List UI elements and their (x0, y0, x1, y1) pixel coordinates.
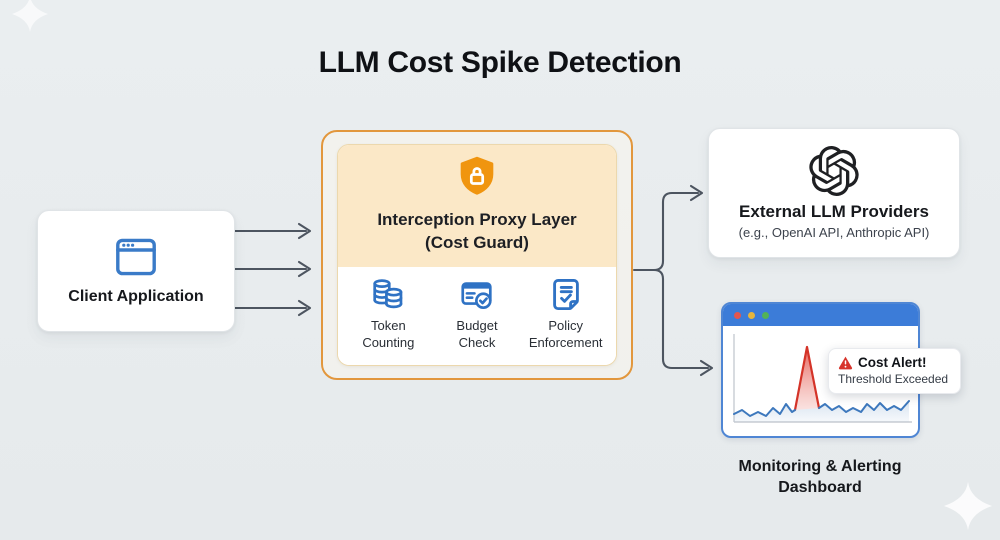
browser-window-icon (116, 238, 156, 276)
maximize-dot-icon (762, 311, 769, 319)
monitoring-dashboard-caption: Monitoring & Alerting Dashboard (690, 456, 950, 498)
proxy-layer-container: Interception Proxy Layer (Cost Guard) (321, 130, 633, 380)
feature-label: Budget Check (456, 318, 497, 351)
metric-line-right (818, 400, 910, 413)
feature-label: Policy Enforcement (529, 318, 603, 351)
cost-spike-outline (793, 345, 821, 412)
feature-label-line2: Check (458, 334, 496, 350)
cost-alert-subtitle: Threshold Exceeded (838, 372, 949, 386)
client-application-box: Client Application (37, 210, 235, 332)
cost-spike-chart (733, 334, 912, 423)
shield-lock-icon (460, 156, 494, 195)
proxy-layer-header: Interception Proxy Layer (Cost Guard) (338, 145, 616, 267)
chart-area-fill (734, 401, 909, 422)
feature-label-line2: Counting (362, 334, 415, 350)
feature-token-counting: Token Counting (344, 276, 433, 351)
budget-check-icon (461, 282, 492, 310)
feature-label-line1: Policy (548, 318, 584, 333)
warning-triangle-icon (838, 356, 853, 370)
policy-document-icon (552, 279, 579, 311)
openai-logo-icon (809, 146, 859, 196)
external-providers-box: External LLM Providers (e.g., OpenAI API… (708, 128, 960, 258)
external-providers-subtitle: (e.g., OpenAI API, Anthropic API) (738, 225, 930, 240)
client-application-label: Client Application (68, 288, 204, 305)
external-providers-title: External LLM Providers (739, 202, 929, 221)
feature-label-line1: Budget (456, 318, 498, 333)
window-titlebar (723, 304, 918, 326)
proxy-title-line1: Interception Proxy Layer (377, 210, 577, 229)
sparkle-icon (12, 0, 48, 32)
cost-alert-title: Cost Alert! (858, 355, 927, 370)
feature-label-line2: Enforcement (528, 334, 603, 350)
feature-label-line1: Token (370, 318, 406, 333)
proxy-features-row: Token Counting (338, 267, 616, 365)
proxy-title-line2: (Cost Guard) (425, 233, 529, 252)
metric-line-left (733, 403, 796, 417)
proxy-layer-card: Interception Proxy Layer (Cost Guard) (337, 144, 617, 366)
cost-alert-callout: Cost Alert! Threshold Exceeded (828, 348, 961, 394)
feature-label: Token Counting (362, 318, 414, 351)
page-title: LLM Cost Spike Detection (318, 46, 682, 79)
sparkle-icon (944, 482, 992, 530)
close-dot-icon (734, 311, 741, 319)
minimize-dot-icon (748, 311, 755, 319)
cost-spike-fill (795, 347, 819, 410)
feature-budget-check: Budget Check (433, 276, 522, 351)
caption-line1: Monitoring & Alerting (738, 458, 902, 475)
feature-policy-enforcement: Policy Enforcement (521, 276, 610, 351)
coin-stacks-icon (373, 279, 403, 309)
proxy-layer-title: Interception Proxy Layer (Cost Guard) (377, 208, 576, 254)
caption-line2: Dashboard (778, 479, 862, 496)
